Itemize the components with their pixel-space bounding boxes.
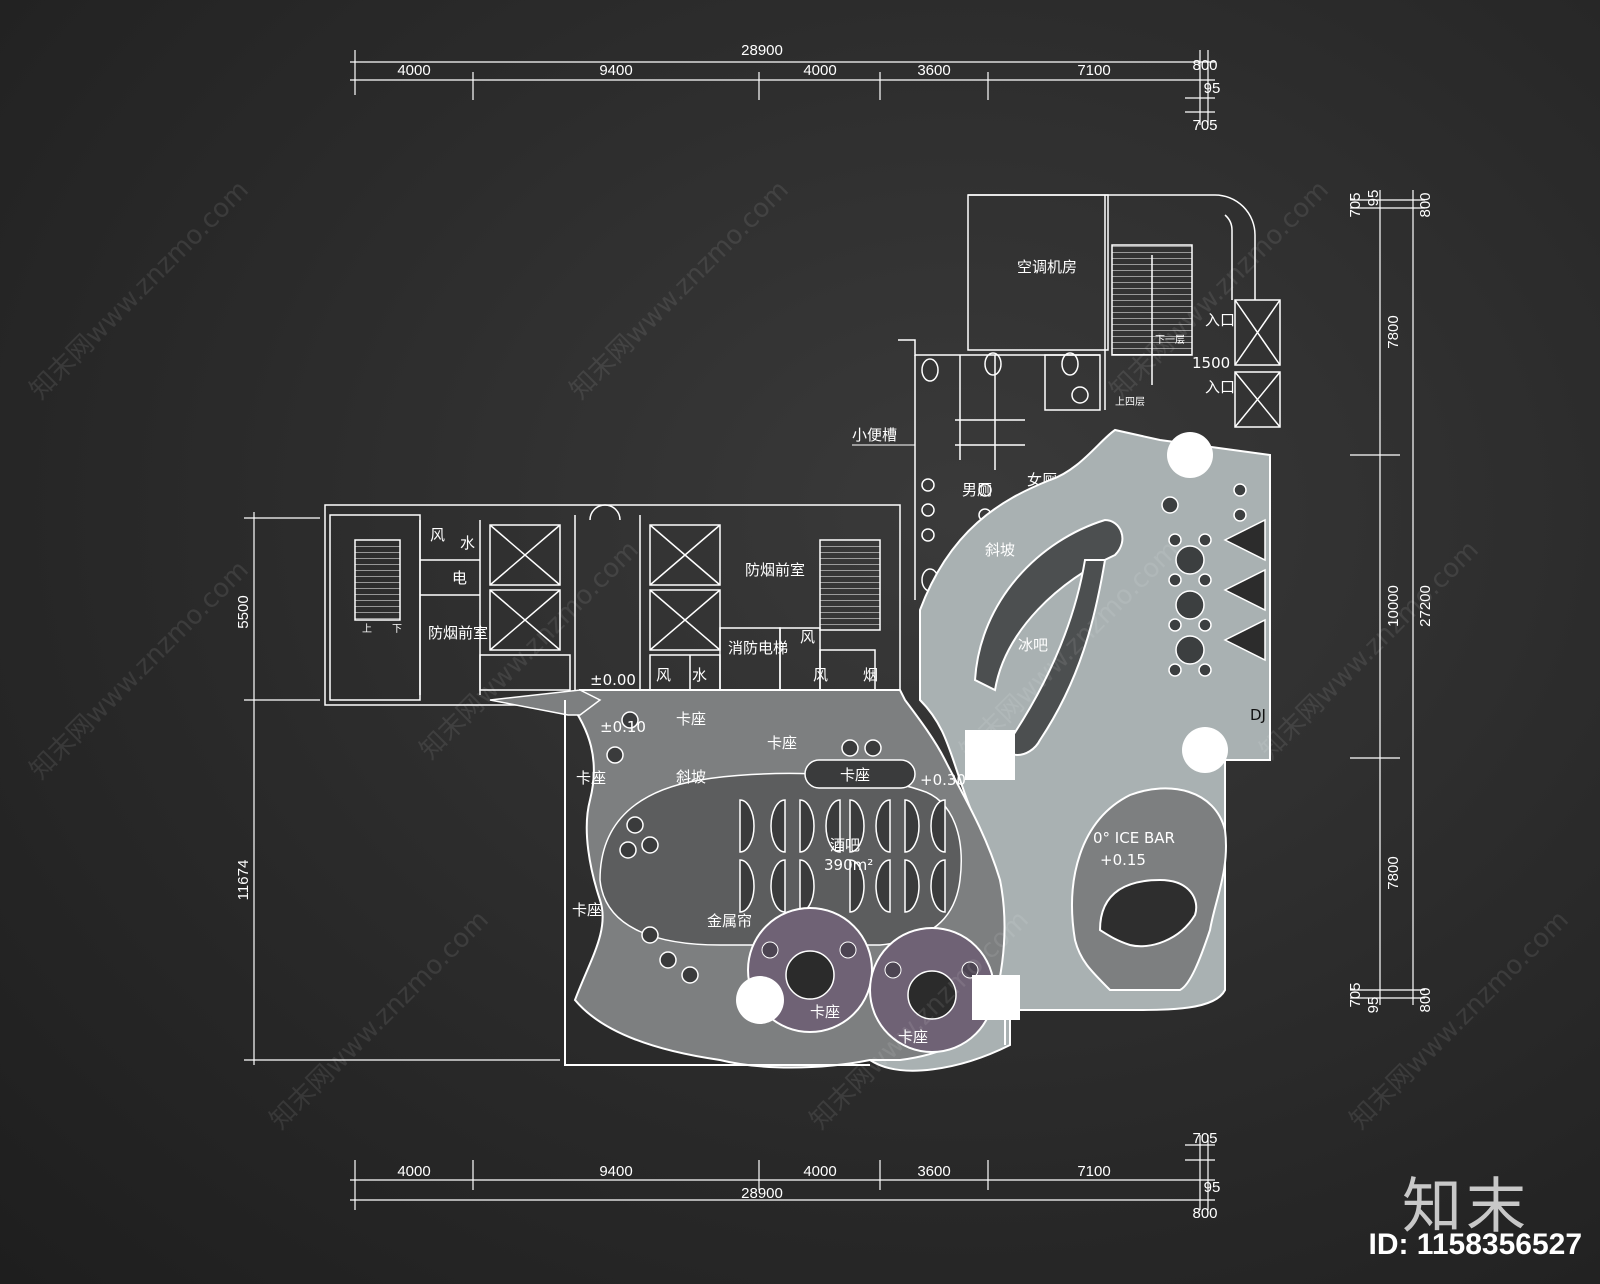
label-down: 下 xyxy=(392,624,402,635)
brand-logo: 知末 xyxy=(1402,1172,1530,1242)
label-smoke-lobby-right: 防烟前室 xyxy=(745,561,805,579)
label-smoke: 烟 xyxy=(863,666,878,684)
left-dimension-chain xyxy=(244,512,560,1065)
bottom-dimension-chain xyxy=(350,1135,1215,1210)
label-ac-room: 空调机房 xyxy=(1017,258,1077,276)
label-level-030: +0.30 xyxy=(920,771,966,789)
label-water-1: 水 xyxy=(460,534,475,552)
label-metal-curtain: 金属帘 xyxy=(707,912,752,930)
label-mens: 男厕 xyxy=(962,481,992,499)
entry-corridor xyxy=(489,689,602,716)
label-booth-5: 卡座 xyxy=(572,901,602,919)
label-up: 上 xyxy=(362,623,372,635)
dim-right-7: 705 xyxy=(1347,982,1364,1007)
label-booth-6: 卡座 xyxy=(810,1003,840,1021)
label-wind-1: 风 xyxy=(430,526,445,544)
dim-bottom-seg-1: 4000 xyxy=(397,1163,430,1180)
label-level-010: ±0.10 xyxy=(600,718,646,736)
label-elec-1: 电 xyxy=(452,569,467,587)
dim-top-seg-5: 7100 xyxy=(1077,62,1110,79)
north-service-block xyxy=(898,194,1281,600)
dim-right-5: 10000 xyxy=(1385,585,1402,627)
dim-right-2: 95 xyxy=(1365,190,1382,207)
ice-bar-stage xyxy=(1098,878,1198,948)
label-smoke-lobby-left: 防烟前室 xyxy=(428,624,488,642)
dim-right-4: 7800 xyxy=(1385,315,1402,348)
label-wind-4: 风 xyxy=(813,666,828,684)
dim-bottom-seg-4: 3600 xyxy=(917,1163,950,1180)
dim-bottom-right-3: 800 xyxy=(1192,1205,1217,1222)
label-bar-area: 390m² xyxy=(824,856,873,874)
dim-right-8: 95 xyxy=(1365,997,1382,1014)
label-ramp-lower: 斜坡 xyxy=(676,768,706,786)
dim-top-seg-3: 4000 xyxy=(803,62,836,79)
dim-bottom-seg-5: 7100 xyxy=(1077,1163,1110,1180)
dim-right-total: 27200 xyxy=(1417,585,1434,627)
label-wind-2: 风 xyxy=(656,666,671,684)
column-5 xyxy=(972,975,1020,1020)
label-urinal: 小便槽 xyxy=(852,426,897,444)
ice-bar-tables xyxy=(1161,483,1266,677)
dim-right-9: 800 xyxy=(1417,987,1434,1012)
label-water-2: 水 xyxy=(692,666,707,684)
top-dimension-chain xyxy=(350,50,1215,125)
label-entrance-2: 入口 xyxy=(1205,378,1235,396)
dim-right-3: 800 xyxy=(1417,192,1434,217)
label-width-1500: 1500 xyxy=(1192,354,1230,372)
west-core xyxy=(324,504,901,706)
label-up-four: 上四层 xyxy=(1115,396,1145,408)
label-level-000: ±0.00 xyxy=(590,671,636,689)
dim-top-right-1: 800 xyxy=(1192,57,1217,74)
label-down-one: 下一层 xyxy=(1155,334,1185,346)
dim-bottom-seg-2: 9400 xyxy=(599,1163,632,1180)
dim-left-2: 11674 xyxy=(235,860,252,901)
label-fire-lift: 消防电梯 xyxy=(728,639,788,657)
dim-bottom-right-2: 95 xyxy=(1204,1179,1221,1196)
label-ice-bar-cn: 冰吧 xyxy=(1018,636,1048,654)
label-dj: DJ xyxy=(1250,706,1266,724)
bar-inner-floor xyxy=(599,772,962,946)
ice-bar-counter xyxy=(973,518,1124,756)
label-ramp-upper: 斜坡 xyxy=(985,541,1015,559)
dim-top-seg-1: 4000 xyxy=(397,62,430,79)
dim-bottom-seg-3: 4000 xyxy=(803,1163,836,1180)
dim-top-seg-2: 9400 xyxy=(599,62,632,79)
label-booth-3: 卡座 xyxy=(576,769,606,787)
label-level-015: +0.15 xyxy=(1100,851,1146,869)
right-dimension-chain xyxy=(1350,190,1425,1005)
column-4 xyxy=(736,976,784,1024)
building-outline xyxy=(564,700,1006,1066)
label-booth-4: 卡座 xyxy=(840,766,870,784)
dim-right-1: 705 xyxy=(1347,192,1364,217)
dim-bottom-total: 28900 xyxy=(741,1185,783,1202)
label-wind-3: 风 xyxy=(800,628,815,646)
dim-top-seg-4: 3600 xyxy=(917,62,950,79)
dim-bottom-right-1: 705 xyxy=(1192,1130,1217,1147)
label-booth-7: 卡座 xyxy=(898,1028,928,1046)
column-1 xyxy=(1167,432,1213,478)
label-booth-1: 卡座 xyxy=(676,710,706,728)
dim-top-total: 28900 xyxy=(741,42,783,59)
dim-top-right-3: 705 xyxy=(1192,117,1217,134)
column-2 xyxy=(1182,727,1228,773)
column-3 xyxy=(965,730,1015,780)
booth-sofas xyxy=(606,711,946,984)
asset-id: ID: 1158356527 xyxy=(1368,1228,1582,1261)
round-booth-2 xyxy=(869,927,995,1053)
label-bar-name: 酒吧 xyxy=(830,836,860,854)
label-entrance-1: 入口 xyxy=(1205,311,1235,329)
dim-top-right-2: 95 xyxy=(1204,80,1221,97)
dim-left-1: 5500 xyxy=(235,595,252,628)
label-ice-bar-en: 0° ICE BAR xyxy=(1093,829,1175,847)
label-booth-2: 卡座 xyxy=(767,734,797,752)
dim-right-6: 7800 xyxy=(1385,856,1402,889)
